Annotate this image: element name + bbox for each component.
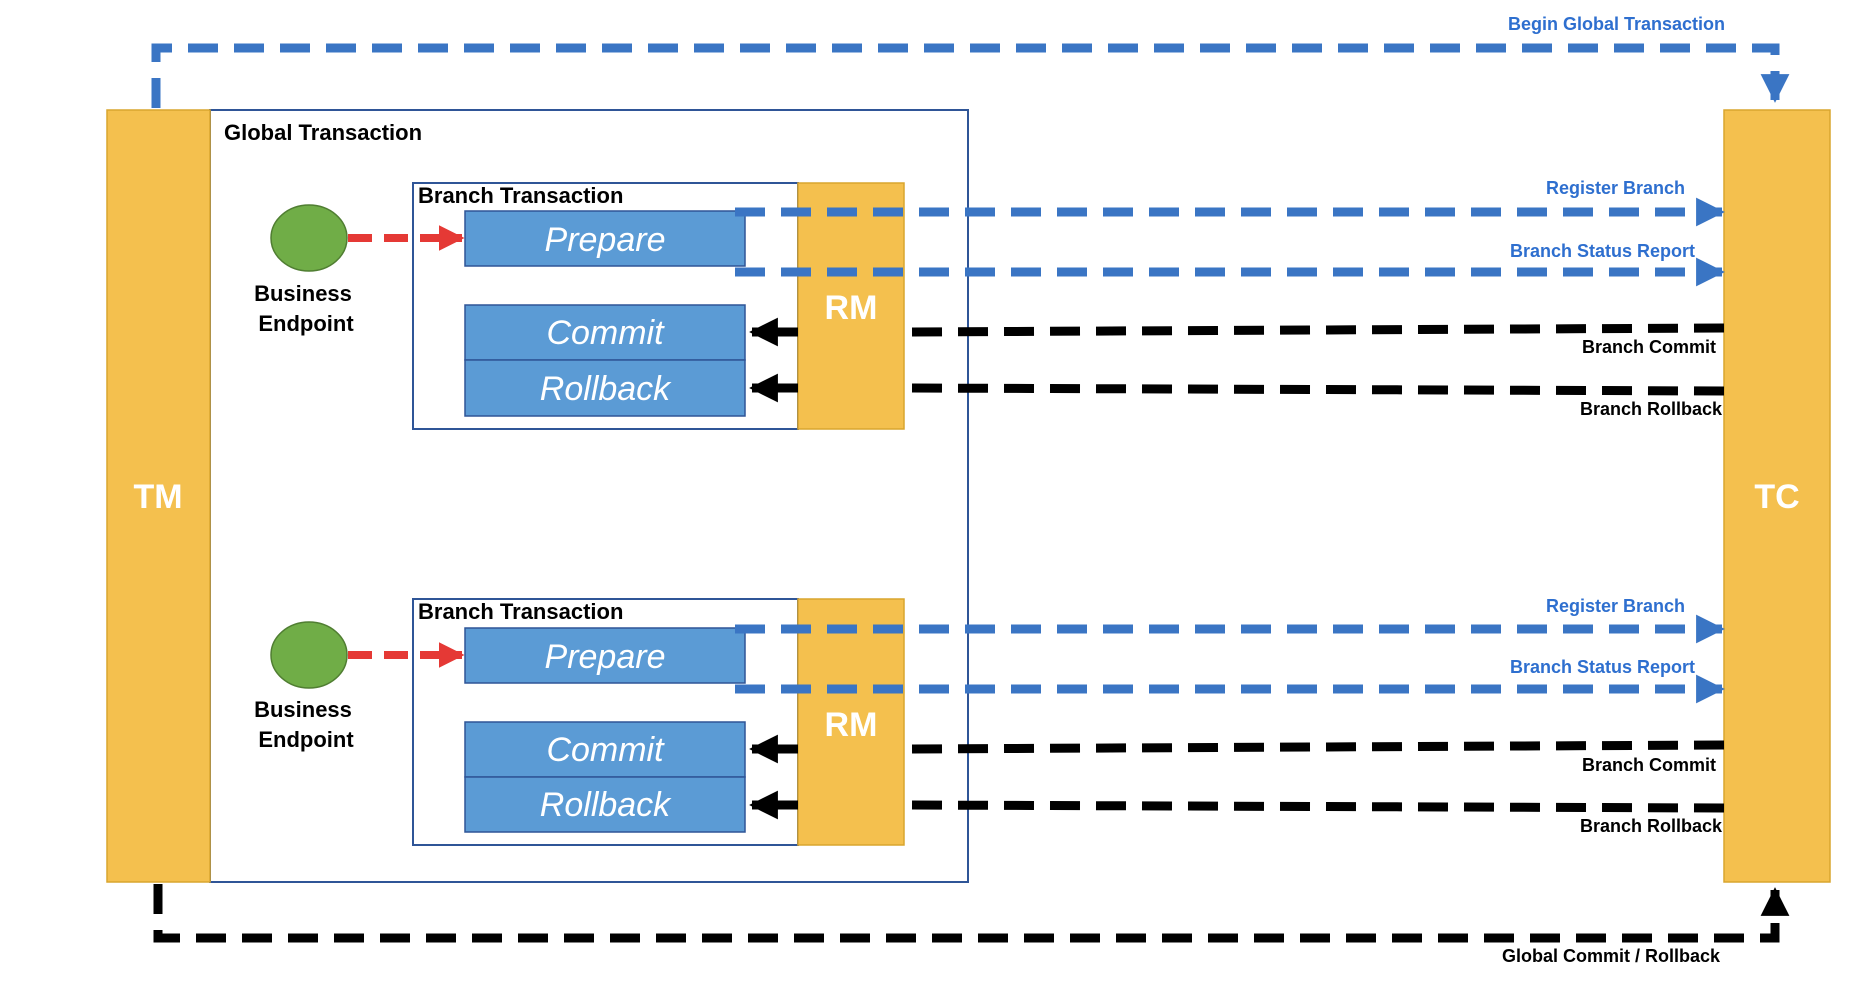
branch-commit-line — [903, 323, 1725, 337]
branch-transaction-1: Branch Transaction Business Endpoint Pre… — [254, 178, 1725, 430]
rollback-box — [464, 359, 746, 417]
branch-transaction-title: Branch Transaction — [418, 183, 623, 208]
commit-label: Commit — [546, 314, 665, 352]
prepare-box — [464, 627, 746, 684]
branch-rollback-line — [903, 383, 1725, 396]
prepare-box — [464, 210, 746, 267]
branch-rollback-label: Branch Rollback — [1580, 399, 1723, 419]
branch-commit-label: Branch Commit — [1582, 755, 1716, 775]
business-endpoint-label: Endpoint — [258, 727, 354, 752]
tc-column — [1723, 109, 1831, 883]
prepare-label: Prepare — [545, 638, 666, 676]
begin-global-transaction-arrow — [151, 43, 1790, 108]
rollback-label: Rollback — [540, 370, 672, 408]
business-endpoint-node — [270, 204, 348, 272]
business-endpoint-node — [270, 621, 348, 689]
branch-transaction-2: Branch Transaction Business Endpoint Pre… — [254, 596, 1725, 846]
rm-label: RM — [825, 289, 878, 327]
commit-box — [464, 721, 746, 778]
global-commit-rollback-label: Global Commit / Rollback — [1502, 946, 1721, 966]
tc-label: TC — [1754, 478, 1799, 516]
business-endpoint-label: Business — [254, 697, 352, 722]
branch-commit-label: Branch Commit — [1582, 337, 1716, 357]
rollback-label: Rollback — [540, 786, 672, 824]
branch-status-report-label: Branch Status Report — [1510, 657, 1695, 677]
prepare-label: Prepare — [545, 221, 666, 259]
business-endpoint-label: Business — [254, 281, 352, 306]
rm-box — [797, 182, 905, 430]
rollback-box — [464, 776, 746, 833]
branch-commit-line — [903, 740, 1725, 754]
commit-label: Commit — [546, 731, 665, 769]
branch-rollback-line — [903, 800, 1725, 813]
tm-label: TM — [133, 478, 182, 516]
tm-column — [106, 109, 211, 883]
global-transaction-title: Global Transaction — [224, 120, 422, 145]
branch-transaction-title: Branch Transaction — [418, 599, 623, 624]
register-branch-label: Register Branch — [1546, 596, 1685, 616]
branch-rollback-label: Branch Rollback — [1580, 816, 1723, 836]
commit-box — [464, 304, 746, 361]
rm-box — [797, 598, 905, 846]
business-endpoint-label: Endpoint — [258, 311, 354, 336]
begin-global-transaction-label: Begin Global Transaction — [1508, 14, 1725, 34]
rm-label: RM — [825, 706, 878, 744]
global-commit-rollback-arrow — [153, 884, 1790, 943]
branch-status-report-label: Branch Status Report — [1510, 241, 1695, 261]
register-branch-label: Register Branch — [1546, 178, 1685, 198]
